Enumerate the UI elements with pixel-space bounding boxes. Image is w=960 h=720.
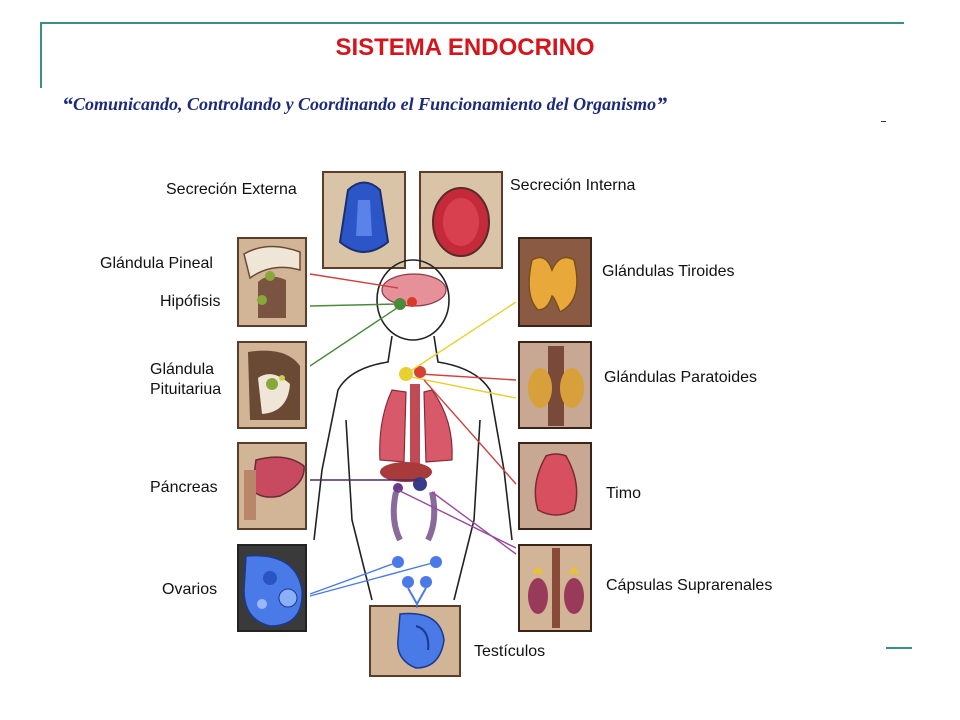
- panel-glandula-pituitaria: [237, 341, 307, 429]
- label-pituitaria-line2: Pituitariua: [150, 381, 222, 398]
- slide-title: SISTEMA ENDOCRINO: [335, 34, 595, 61]
- label-hipofisis: Hipófisis: [160, 293, 221, 310]
- panel-glandula-pineal: [237, 237, 307, 327]
- label-secrecion-interna: Secreción Interna: [510, 177, 636, 194]
- label-secrecion-externa: Secreción Externa: [166, 181, 297, 198]
- label-timo: Timo: [606, 485, 641, 502]
- close-quote: ”: [656, 92, 668, 117]
- label-suprarrenales: Cápsulas Suprarenales: [606, 577, 773, 594]
- panel-suprarrenales: [518, 544, 592, 632]
- panel-tiroides: [518, 237, 592, 327]
- label-glandula-pineal: Glándula Pineal: [100, 255, 213, 272]
- connector-lines: [309, 273, 517, 608]
- label-pancreas: Páncreas: [150, 479, 218, 496]
- abdominal-organs: [380, 462, 438, 542]
- panel-paratoides: [518, 341, 592, 429]
- label-ovarios: Ovarios: [162, 581, 218, 598]
- subtitle-text: Comunicando, Controlando y Coordinando e…: [73, 94, 657, 114]
- panel-testiculos: [369, 605, 461, 677]
- slide-subtitle: “Comunicando, Controlando y Coordinando …: [62, 92, 667, 118]
- panel-secrecion-externa: [322, 171, 406, 269]
- frame-left-line: [40, 22, 42, 88]
- lungs-organ: [379, 384, 453, 464]
- panel-ovarios: [237, 544, 307, 632]
- label-pituitaria-line1: Glándula: [150, 361, 215, 378]
- brain-organ: [381, 273, 447, 310]
- panel-secrecion-interna: [419, 171, 503, 269]
- open-quote: “: [62, 92, 73, 117]
- panel-timo: [518, 442, 592, 530]
- stray-dash: [881, 121, 886, 122]
- label-paratoides: Glándulas Paratoides: [604, 369, 757, 386]
- frame-top-line: [40, 22, 904, 24]
- panel-pancreas: [237, 442, 307, 530]
- label-testiculos: Testículos: [474, 643, 546, 660]
- gonads-organ: [392, 556, 442, 607]
- frame-bottom-right-line: [886, 647, 912, 649]
- label-tiroides: Glándulas Tiroides: [602, 263, 735, 280]
